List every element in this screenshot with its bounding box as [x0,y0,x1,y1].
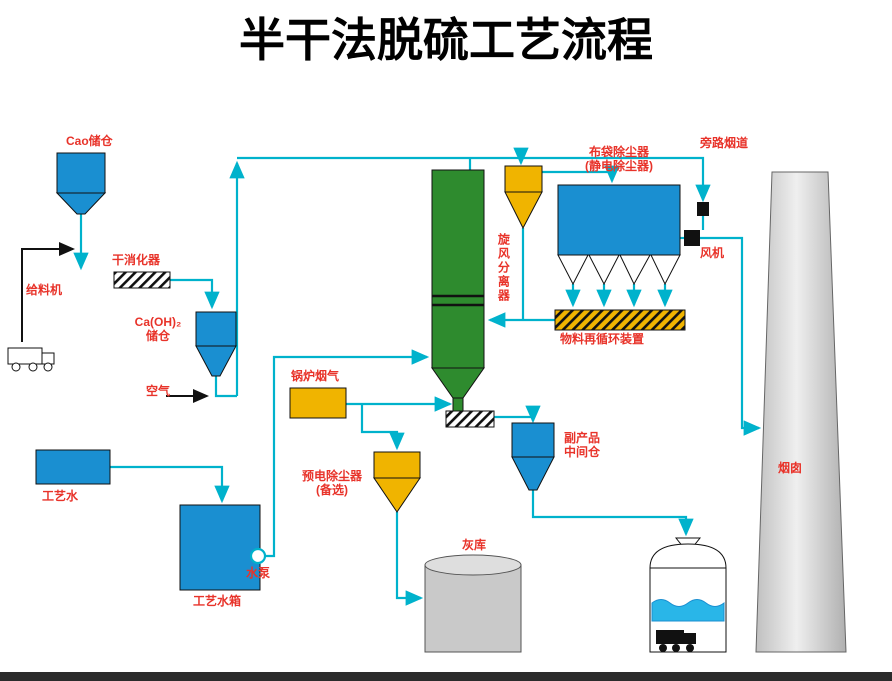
tower-discharge-conveyor [445,410,495,428]
pipe-water-supply [110,465,230,504]
pipe-byproduct-out [531,490,694,537]
label-recirculation: 物料再循环装置 [560,332,645,346]
caoh2-silo-hopper [195,345,237,377]
label-process-water: 工艺水 [42,489,79,503]
pipe-caoh2-outlet [214,376,237,398]
label-dry-slaker: 干消化器 [112,253,161,267]
cyclone-cone [504,191,543,230]
label-ash-storage: 灰库 [462,538,487,552]
lime-truck [7,347,55,372]
label-byproduct-line2: 中间仓 [563,445,600,460]
fan [684,230,700,246]
label-boiler-flue-gas: 锅炉烟气 [291,369,340,383]
label-caoh2-line2: 储仓 [145,329,170,344]
label-fan: 风机 [700,246,725,260]
label-pre-esp-line2: (备选) [316,483,348,498]
bag-filter-hopper-2 [588,254,620,286]
label-process-water-tank: 工艺水箱 [193,594,242,608]
label-byproduct-line1: 副产品 [563,431,600,445]
tower-outlet-stem [452,397,464,412]
dry-slaker [113,271,171,289]
pre-esp-hopper [373,477,421,513]
process-water-tank [179,504,261,591]
pipe-fan-to-chimney [700,236,762,436]
page-title: 半干法脱硫工艺流程 [239,15,653,66]
water-pump [249,547,267,565]
byproduct-silo-hopper [511,456,555,491]
cao-silo-hopper [55,192,107,215]
label-bag-filter-line2: (静电除尘器) [585,159,653,174]
bottom-strip [0,672,892,681]
label-bag-filter-line1: 布袋除尘器 [588,145,649,159]
label-bag-filter: 布袋除尘器 (静电除尘器) [558,145,680,174]
label-water-pump: 水泵 [246,566,271,580]
pipe-pump-discharge [265,349,430,558]
label-cao-silo: Cao储仓 [66,134,113,148]
tower-cone [431,367,485,399]
pipe-tower-discharge [494,405,541,424]
cyclone-body [504,165,543,193]
bag-filter-body [557,184,681,256]
pipe-cyclone-to-bagfilter [542,165,620,184]
label-pre-esp-line1: 预电除尘器 [301,469,362,483]
chimney-stack [755,171,847,653]
label-bypass-flue: 旁路烟道 [700,136,749,150]
pipe-to-pre-esp [360,404,405,451]
cao-silo-body [56,152,106,194]
pipe-bypass-flue [237,156,711,203]
byproduct-loading-silo [649,537,727,653]
bag-filter-hopper-4 [650,254,681,286]
bag-filter-hopper-3 [619,254,651,286]
byproduct-silo-body [511,422,555,458]
pre-esp-body [373,451,421,479]
pipe-slaker-to-silo [170,278,220,310]
label-caoh2-silo: Ca(OH)₂ 储仓 [128,315,188,344]
label-cyclone: 旋风分离器 [496,233,511,303]
label-caoh2-line1: Ca(OH)₂ [134,315,182,329]
boiler-flue-gas-box [289,387,347,419]
pipe-pre-esp-dust [395,512,424,606]
fan-damper [697,202,709,216]
label-feeder: 给料机 [26,283,63,297]
label-chimney: 烟囱 [778,461,803,475]
recirculation-device [554,309,686,331]
process-water-box [35,449,111,485]
label-air: 空气 [146,384,171,398]
bag-filter-hopper-1 [557,254,589,286]
absorber-tower [431,169,485,369]
ash-silo-body [424,564,522,653]
pipe-truck-unloading [21,242,75,342]
caoh2-silo-body [195,311,237,347]
label-pre-esp: 预电除尘器 (备选) [294,469,370,498]
label-byproduct-silo: 副产品 中间仓 [558,431,606,460]
ash-silo-top [424,554,522,576]
